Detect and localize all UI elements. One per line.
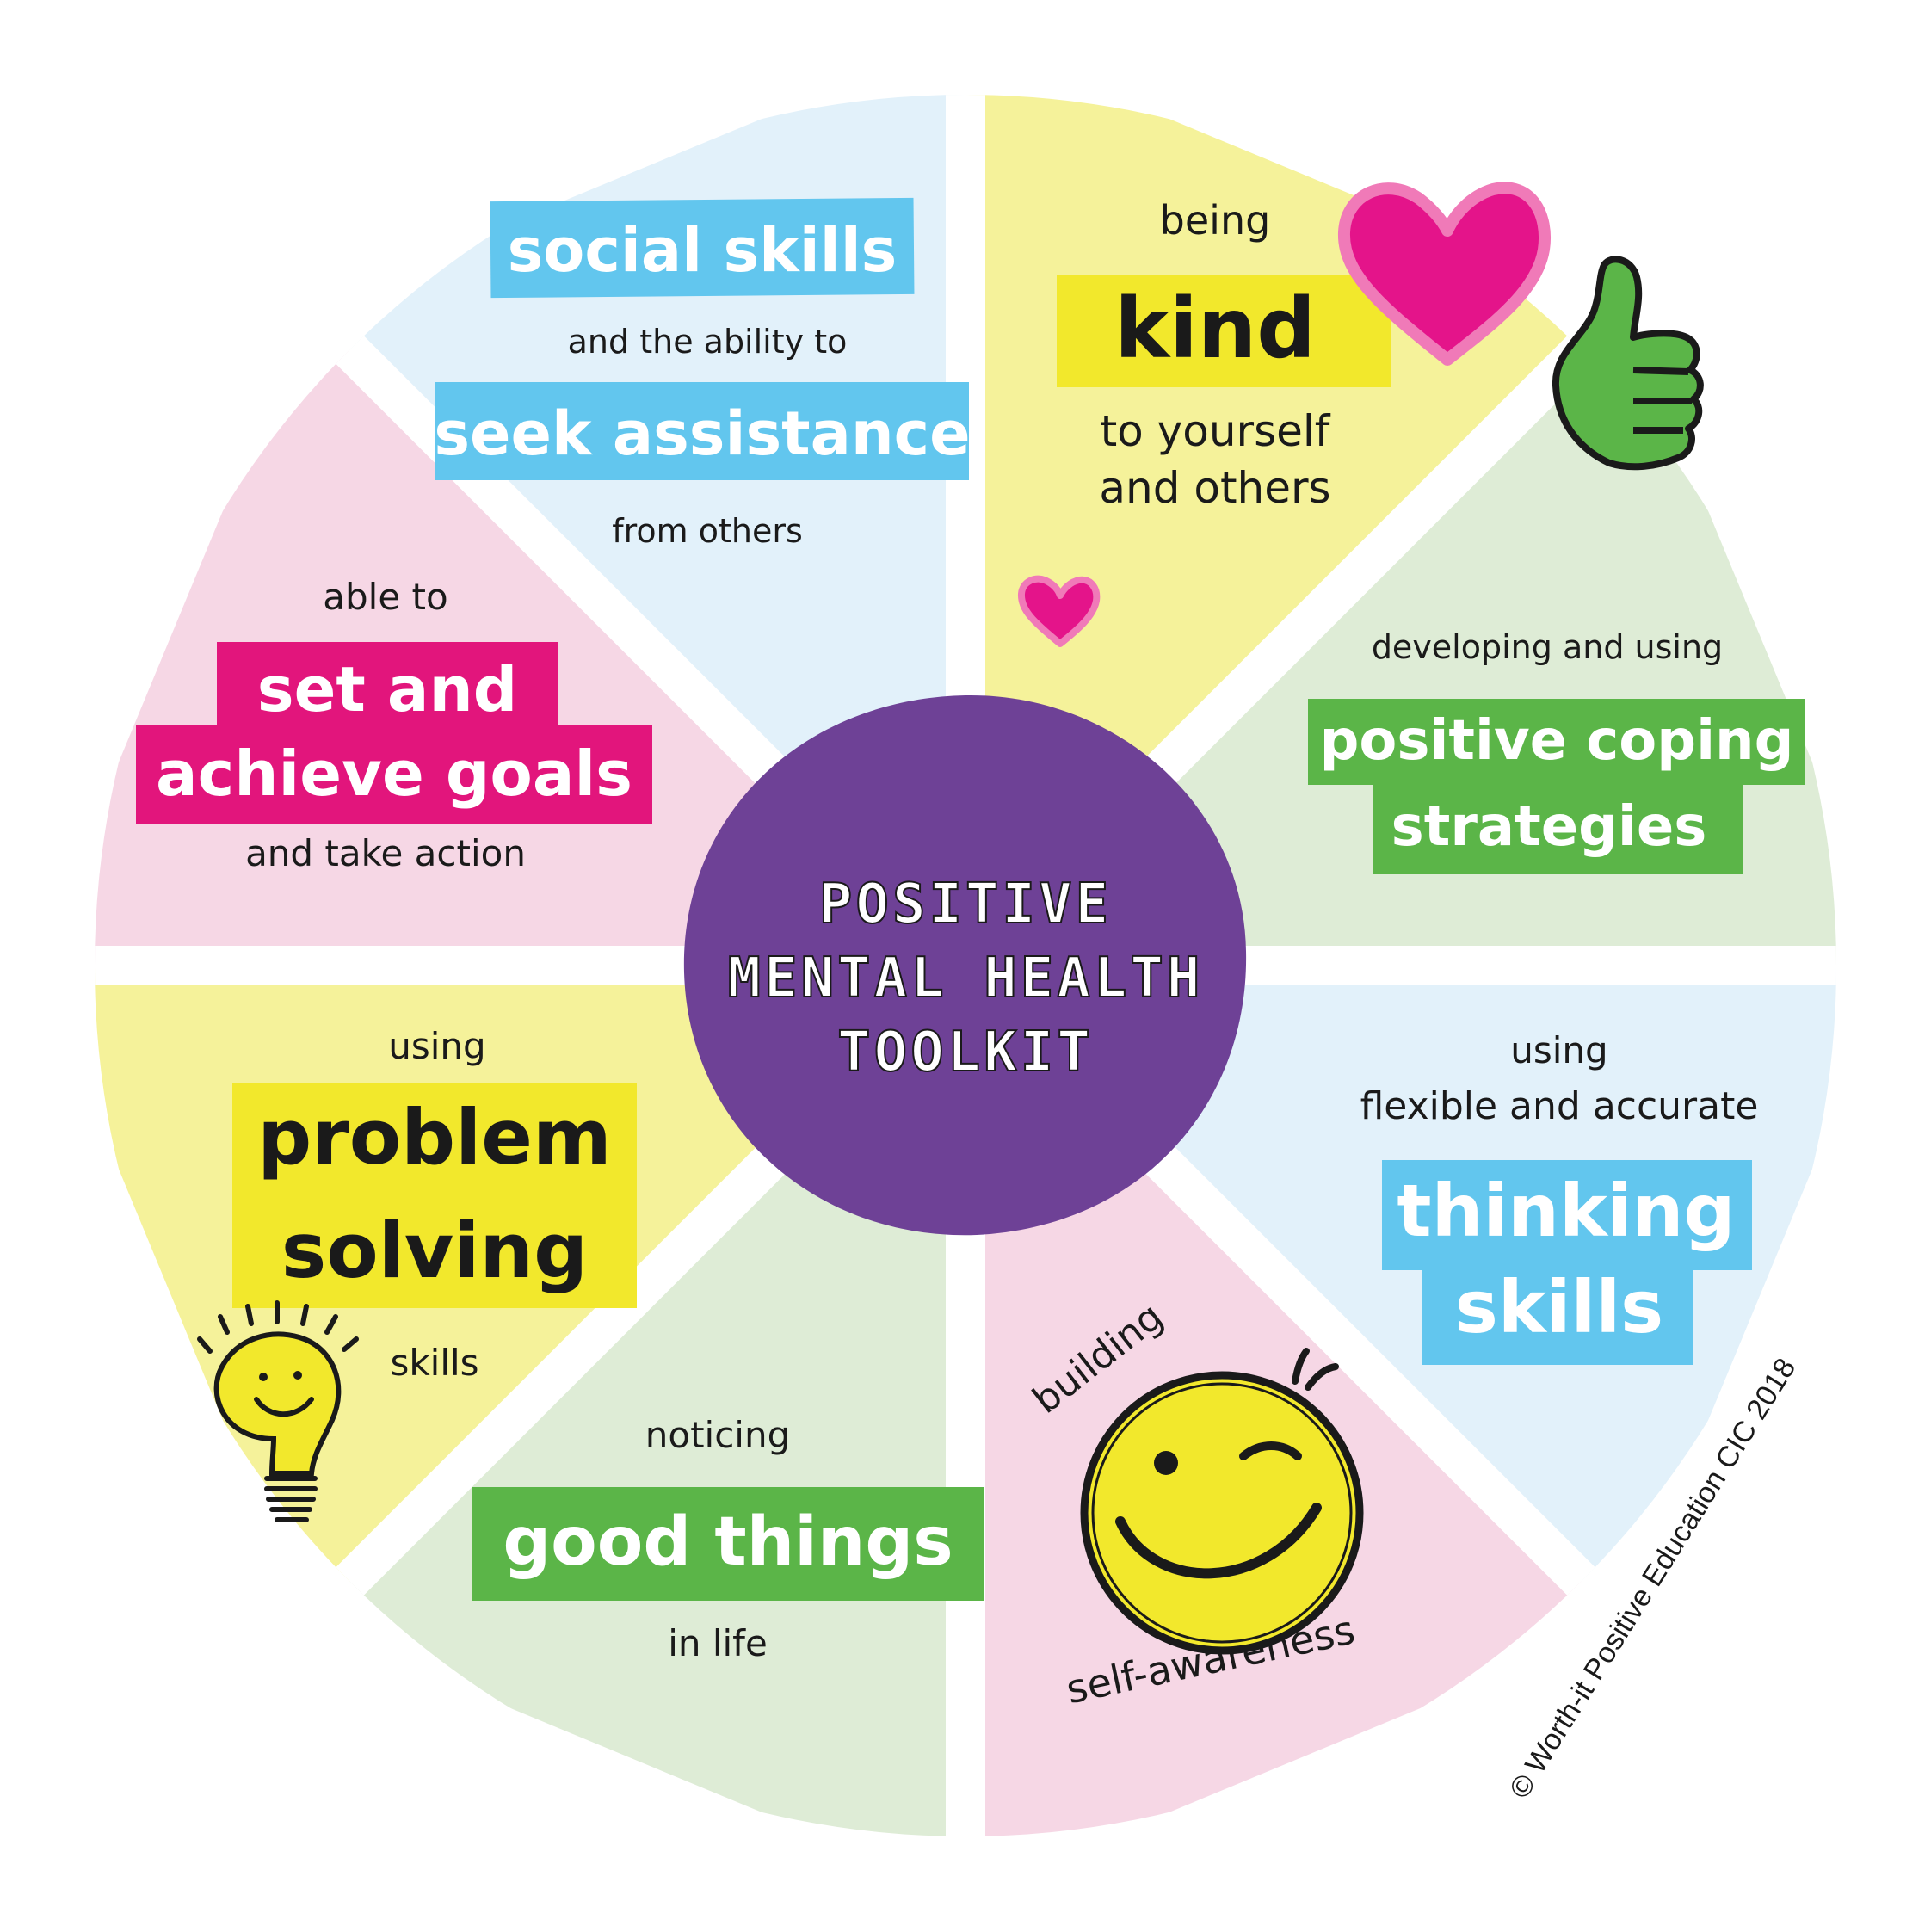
good-things-group: noticing good things in life	[472, 1414, 984, 1664]
goals-label2-bg	[136, 725, 652, 824]
thinking-label-line1: thinking	[1397, 1169, 1735, 1253]
goals-prefix-text: able to	[323, 576, 447, 618]
coping-prefix-text: developing and using	[1372, 628, 1723, 666]
problem-label-line2: solving	[281, 1207, 588, 1295]
problem-suffix-text: skills	[390, 1342, 478, 1384]
thinking-label2-bg	[1422, 1265, 1693, 1365]
kind-label: kind	[1114, 281, 1316, 377]
problem-label1-bg	[232, 1083, 637, 1194]
coping-group: developing and using positive coping str…	[1308, 256, 1805, 874]
social-skills-label-bg	[490, 197, 915, 299]
kind-suffix-line1: to yourself	[1101, 406, 1331, 456]
thinking-label1-bg	[1382, 1160, 1752, 1270]
coping-label2-bg	[1373, 785, 1743, 874]
center-title-line1: POSITIVE	[819, 873, 1112, 936]
problem-prefix-text: using	[388, 1025, 485, 1067]
winking-face-icon	[1080, 1348, 1364, 1655]
thinking-prefix-line2: flexible and accurate	[1360, 1084, 1759, 1128]
center-title-line2: MENTAL HEALTH	[728, 947, 1204, 1010]
social-connector-text: and the ability to	[568, 323, 848, 361]
center-hub: POSITIVE MENTAL HEALTH TOOLKIT	[683, 694, 1247, 1236]
heart-icon	[1337, 182, 1551, 366]
small-heart-icon	[1018, 575, 1101, 647]
seek-assistance-label: seek assistance	[434, 398, 970, 469]
center-title-line3: TOOLKIT	[837, 1021, 1094, 1084]
good-things-prefix-text: noticing	[645, 1414, 791, 1456]
good-things-suffix-text: in life	[668, 1622, 768, 1664]
good-things-label: good things	[503, 1503, 953, 1581]
social-skills-group: social skills and the ability to seek as…	[434, 197, 971, 550]
coping-label-line1: positive coping	[1320, 709, 1794, 773]
good-things-label-bg	[472, 1487, 984, 1601]
coping-label-line2: strategies	[1391, 795, 1707, 859]
social-skills-label: social skills	[508, 215, 898, 286]
lightbulb-icon	[197, 1300, 359, 1522]
kind-group: being kind to yourself and others	[1018, 182, 1551, 647]
goals-label-line1: set and	[257, 653, 518, 725]
coping-label1-bg	[1308, 699, 1805, 785]
problem-solving-group: using problem solving skills	[197, 1025, 637, 1522]
kind-label-bg	[1057, 275, 1391, 387]
problem-label2-bg	[232, 1194, 637, 1308]
goals-group: able to set and achieve goals and take a…	[136, 576, 652, 874]
goals-suffix-text: and take action	[245, 832, 526, 874]
goals-label1-bg	[217, 642, 558, 738]
seek-assistance-label-bg	[435, 382, 969, 480]
kind-prefix-text: being	[1160, 197, 1271, 244]
thinking-label-line2: skills	[1455, 1265, 1663, 1349]
thinking-prefix-line1: using	[1510, 1029, 1607, 1071]
kind-suffix-line2: and others	[1099, 463, 1330, 513]
thumbs-up-icon	[1552, 256, 1704, 471]
center-circle	[683, 694, 1247, 1236]
segment-good-things	[307, 966, 966, 1836]
social-footer-text: from others	[612, 512, 803, 550]
thinking-group: using flexible and accurate thinking ski…	[1360, 1029, 1759, 1365]
problem-label-line1: problem	[257, 1093, 611, 1182]
goals-label-line2: achieve goals	[156, 738, 632, 810]
